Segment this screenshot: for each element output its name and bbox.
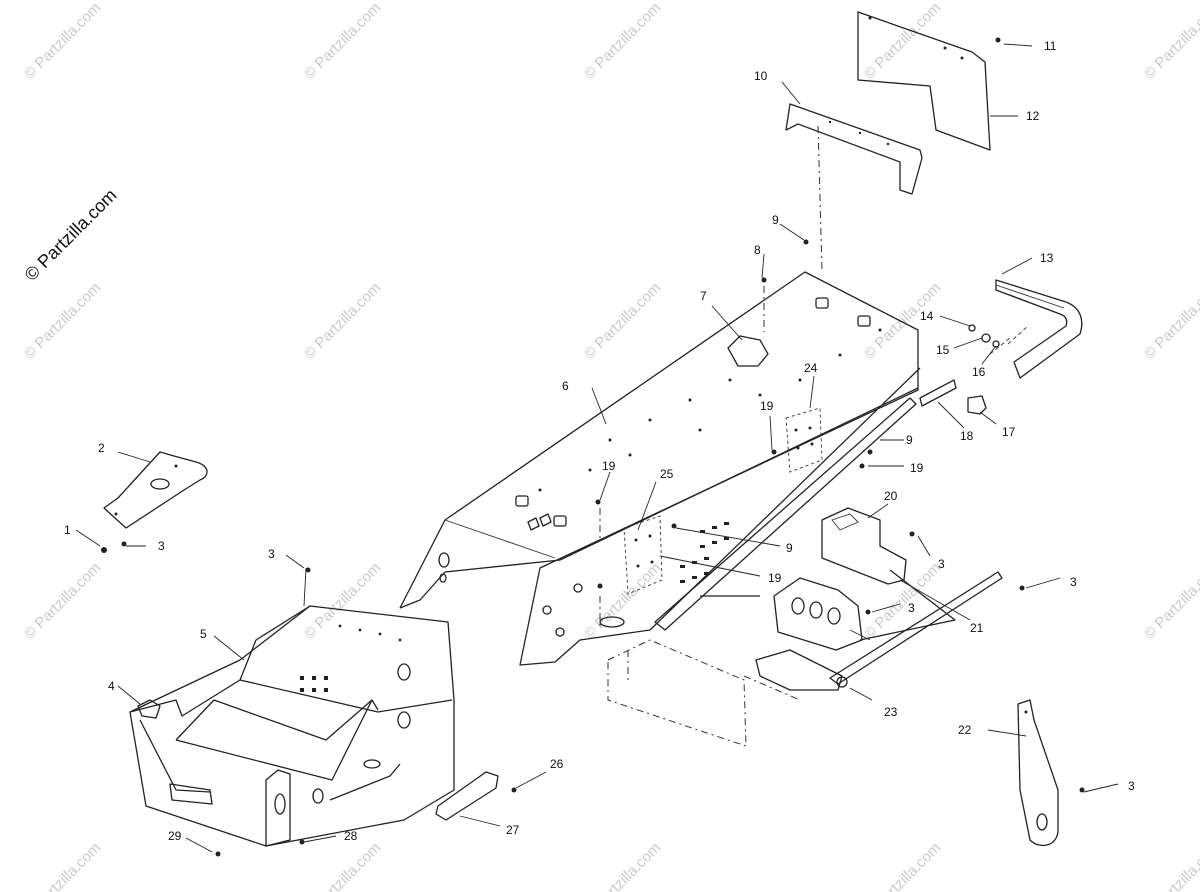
callout-9: 9 xyxy=(772,213,779,227)
callout-9: 9 xyxy=(786,541,793,555)
callout-2: 2 xyxy=(98,441,105,455)
callout-29: 29 xyxy=(168,829,182,843)
watermark-tile: © Partzilla.com xyxy=(301,559,384,642)
watermark-tile: © Partzilla.com xyxy=(1141,279,1200,362)
part-10-bracket xyxy=(785,103,923,195)
part-17-bumper-pad xyxy=(967,395,987,415)
watermark-tile: © Partzilla.com xyxy=(1141,839,1200,892)
callout-17: 17 xyxy=(1002,425,1016,439)
callout-14: 14 xyxy=(920,309,934,323)
watermark-tile: © Partzilla.com xyxy=(21,0,104,83)
watermark-tile: © Partzilla.com xyxy=(581,839,664,892)
callout-16: 16 xyxy=(972,365,986,379)
callout-21: 21 xyxy=(970,621,984,635)
part-14-screw xyxy=(968,324,976,332)
callout-8: 8 xyxy=(754,243,761,257)
watermark-tile: © Partzilla.com xyxy=(581,0,664,83)
part-13-bumper xyxy=(989,279,1083,379)
part-20-bracket xyxy=(821,507,907,585)
watermark-tile: © Partzilla.com xyxy=(21,279,104,362)
part-6-tunnel xyxy=(399,271,921,666)
part-12-flap xyxy=(857,11,991,151)
part-25-plate xyxy=(623,515,663,595)
part-15-washer xyxy=(981,333,991,343)
callout-3: 3 xyxy=(1128,779,1135,793)
callout-28: 28 xyxy=(344,829,358,843)
leader-lines xyxy=(75,43,1119,853)
part-2-bracket xyxy=(103,451,208,529)
watermark-tile: © Partzilla.com xyxy=(1141,0,1200,83)
watermark-tile: © Partzilla.com xyxy=(861,559,944,642)
callout-26: 26 xyxy=(550,757,564,771)
callout-7: 7 xyxy=(700,289,707,303)
callout-20: 20 xyxy=(884,489,898,503)
callout-19: 19 xyxy=(760,399,774,413)
watermark-tile: © Partzilla.com xyxy=(861,0,944,83)
part-23-link xyxy=(755,649,848,691)
watermark-tile: © Partzilla.com xyxy=(1141,559,1200,642)
callout-18: 18 xyxy=(960,429,974,443)
watermark-tile: © Partzilla.com xyxy=(861,839,944,892)
callout-6: 6 xyxy=(562,379,569,393)
callout-11: 11 xyxy=(1044,39,1057,53)
watermark-tile: © Partzilla.com xyxy=(21,559,104,642)
watermark-tile: © Partzilla.com xyxy=(581,279,664,362)
callout-27: 27 xyxy=(506,823,520,837)
callout-3: 3 xyxy=(268,547,275,561)
callout-5: 5 xyxy=(200,627,207,641)
part-16-nut xyxy=(992,340,1000,348)
part-22-bracket xyxy=(1017,699,1059,847)
part-4-bracket xyxy=(137,699,161,719)
part-24-plate xyxy=(785,407,823,473)
watermark-layer: © Partzilla.com© Partzilla.com© Partzill… xyxy=(21,0,1200,892)
watermark-tile: © Partzilla.com xyxy=(301,839,384,892)
callout-15: 15 xyxy=(936,343,950,357)
callout-3: 3 xyxy=(1070,575,1077,589)
part-18-strip xyxy=(919,379,957,407)
callout-1: 1 xyxy=(64,523,71,537)
watermark-tile: © Partzilla.com xyxy=(301,0,384,83)
callout-10: 10 xyxy=(754,69,768,83)
watermark-tile: © Partzilla.com xyxy=(581,559,664,642)
callout-24: 24 xyxy=(804,361,818,375)
callout-4: 4 xyxy=(108,679,115,693)
callout-3: 3 xyxy=(938,557,945,571)
callout-3: 3 xyxy=(908,601,915,615)
callout-19: 19 xyxy=(768,571,782,585)
callout-13: 13 xyxy=(1040,251,1054,265)
callout-22: 22 xyxy=(958,723,972,737)
part-5-bulkhead xyxy=(129,605,455,847)
part-1-bolt xyxy=(101,547,107,553)
watermark-tile: © Partzilla.com xyxy=(21,839,104,892)
callout-19: 19 xyxy=(910,461,924,475)
callout-19: 19 xyxy=(602,459,616,473)
callouts: 1 2 3 3 3 3 3 3 4 5 6 7 8 9 9 9 10 11 12… xyxy=(64,39,1135,843)
watermark-tile: © Partzilla.com xyxy=(301,279,384,362)
callout-23: 23 xyxy=(884,705,898,719)
part-27-angle xyxy=(435,771,499,821)
watermark-brand: © Partzilla.com xyxy=(21,185,121,285)
callout-25: 25 xyxy=(660,467,674,481)
part-21-bracket xyxy=(700,569,956,651)
callout-9: 9 xyxy=(906,433,913,447)
callout-12: 12 xyxy=(1026,109,1040,123)
callout-3: 3 xyxy=(158,539,165,553)
